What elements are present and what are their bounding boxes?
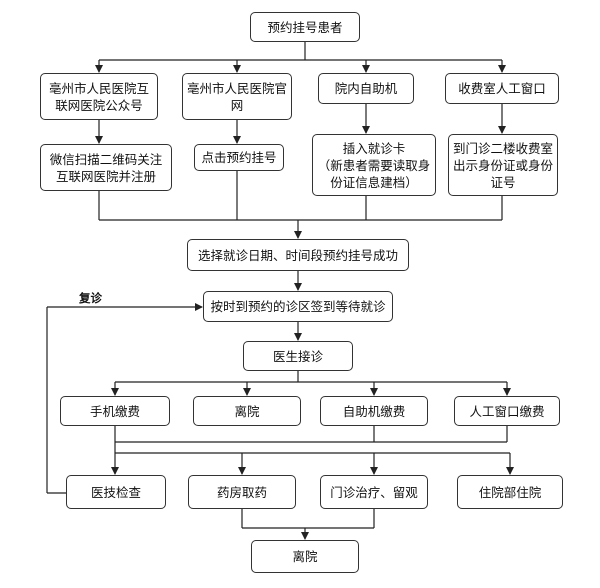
doctor-box: 医生接诊	[243, 341, 353, 371]
pharmacy-box: 药房取药	[188, 475, 296, 509]
step-website: 点击预约挂号	[194, 144, 284, 171]
channel-counter: 收费室人工窗口	[445, 73, 559, 104]
select-slot-box: 选择就诊日期、时间段预约挂号成功	[187, 239, 409, 271]
step-kiosk: 插入就诊卡 （新患者需要读取身份证信息建档）	[312, 134, 436, 196]
check-in-box: 按时到预约的诊区签到等待就诊	[203, 291, 393, 322]
final-leave-box: 离院	[251, 540, 359, 573]
outpatient-box: 门诊治疗、留观	[320, 475, 428, 509]
tests-box: 医技检查	[66, 475, 166, 509]
counter-pay-box: 人工窗口缴费	[454, 396, 560, 426]
kiosk-pay-box: 自助机缴费	[320, 396, 428, 426]
channel-kiosk: 院内自助机	[318, 73, 414, 104]
channel-website: 亳州市人民医院官网	[182, 73, 292, 120]
title-box: 预约挂号患者	[250, 12, 360, 42]
revisit-label: 复诊	[79, 291, 102, 305]
mobile-pay-box: 手机缴费	[60, 396, 170, 426]
step-counter: 到门诊二楼收费室出示身份证或身份证号	[448, 134, 558, 196]
step-wechat: 微信扫描二维码关注互联网医院并注册	[40, 144, 172, 191]
channel-wechat: 亳州市人民医院互联网医院公众号	[40, 73, 158, 120]
inpatient-box: 住院部住院	[457, 475, 563, 509]
leave-box: 离院	[193, 396, 301, 426]
